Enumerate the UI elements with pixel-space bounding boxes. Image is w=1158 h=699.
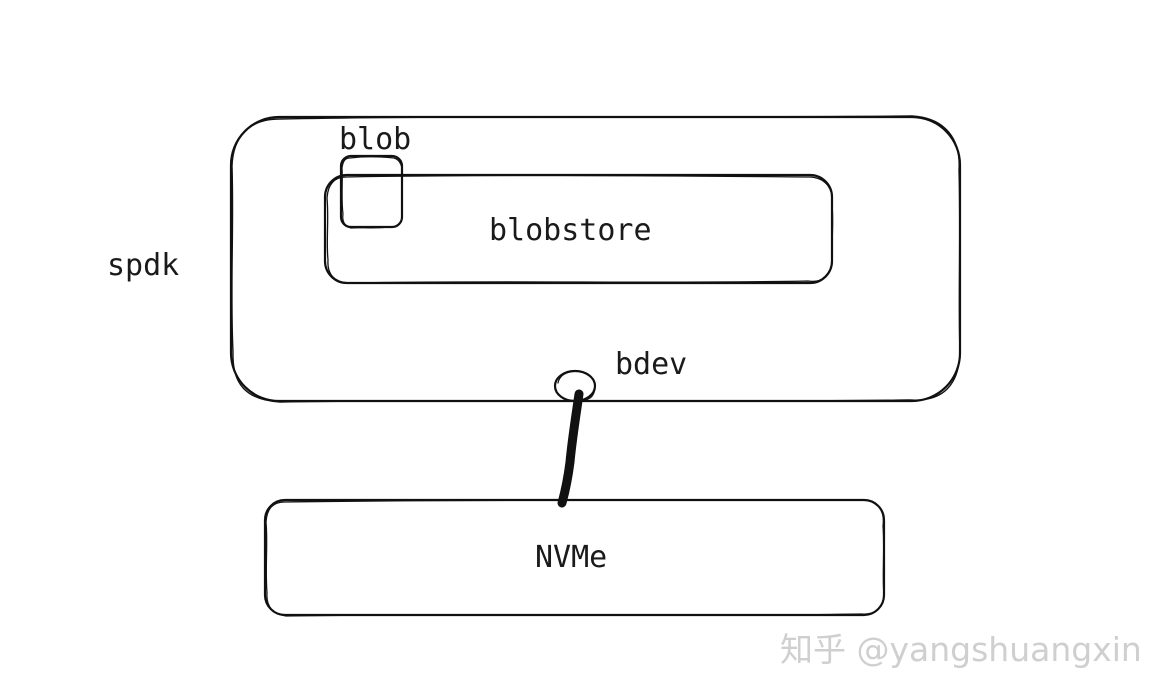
blob-label: blob [339, 122, 411, 157]
spdk-label: spdk [107, 248, 179, 283]
blob-box [339, 154, 404, 229]
watermark: 知乎 @yangshuangxin [780, 630, 1142, 669]
blobstore-label: blobstore [489, 213, 652, 248]
nvme-box [263, 498, 886, 617]
bdev-nvme-connector [557, 389, 584, 508]
bdev-label: bdev [615, 347, 687, 382]
blobstore-box [323, 173, 834, 285]
nvme-label: NVMe [535, 540, 607, 575]
spdk-box [229, 115, 962, 403]
